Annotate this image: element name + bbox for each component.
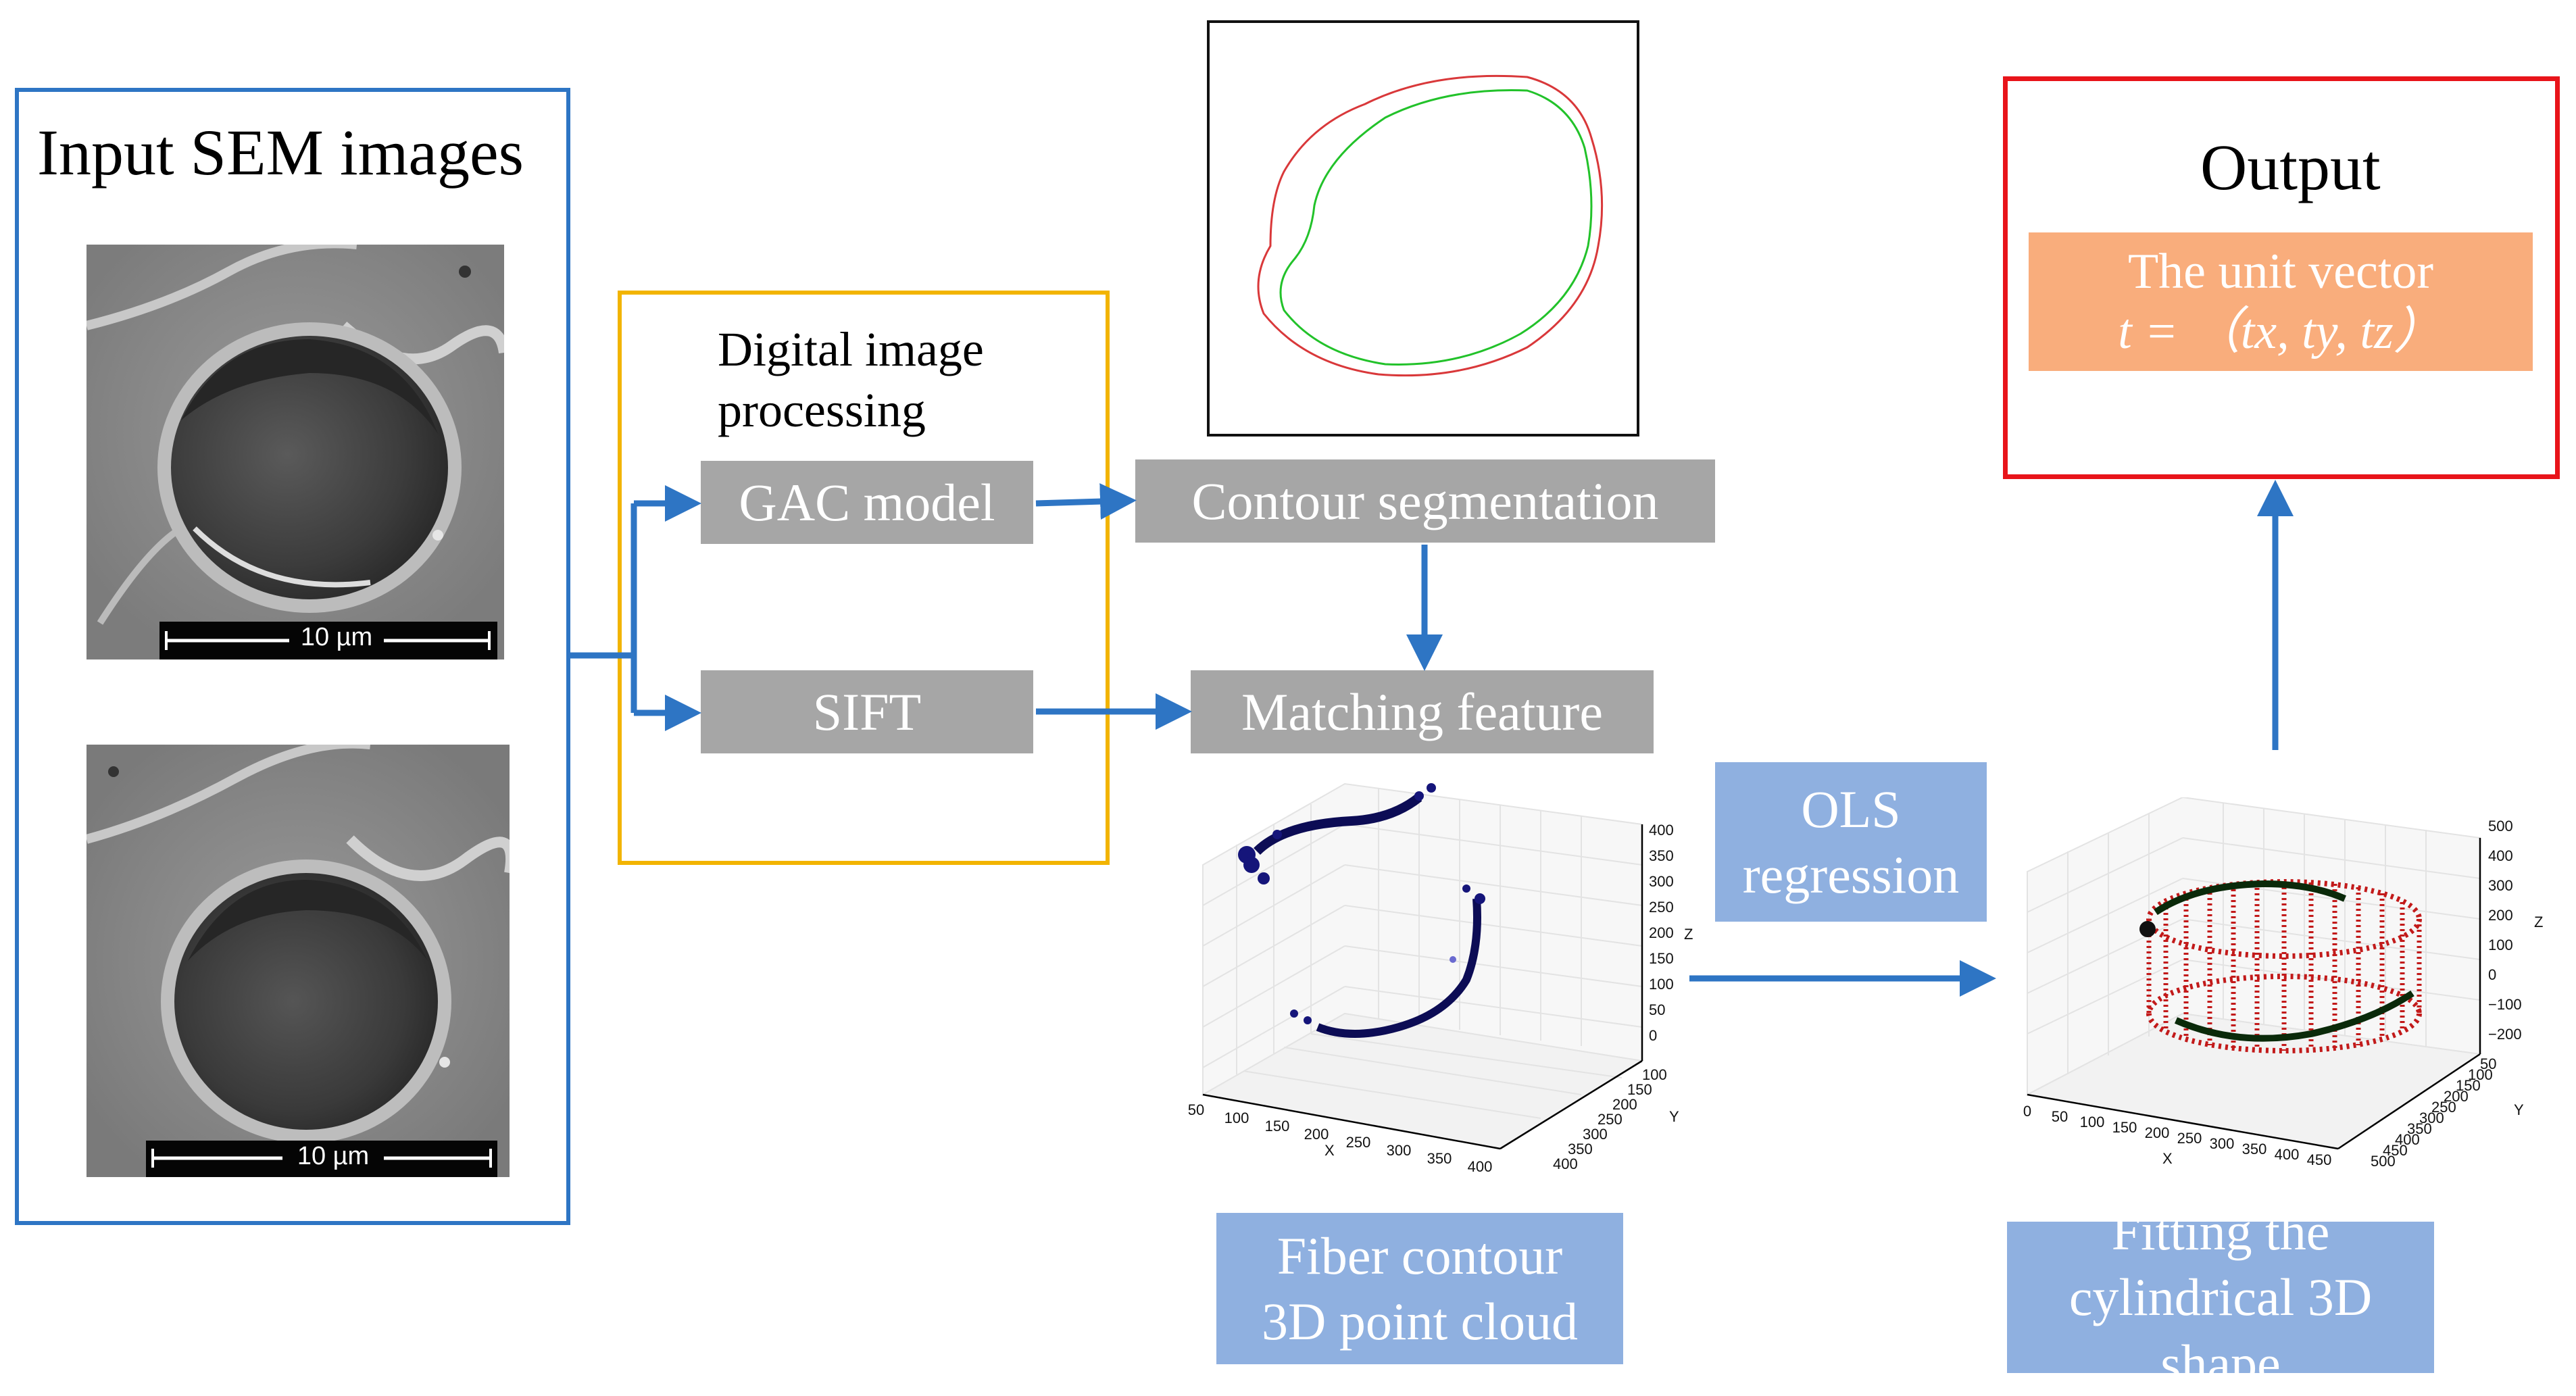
plot2-x-label: X [2162,1150,2173,1167]
plot2-z-tick: 300 [2488,877,2513,894]
input-panel-title: Input SEM images [37,116,524,189]
plot1-x-tick: 300 [1387,1142,1412,1159]
matching-feature-box: Matching feature [1191,670,1654,753]
plot2-y-tick: 400 [2395,1131,2420,1148]
plot1-x-ticks: 50 100 150 200 250 300 350 400 [1188,1101,1493,1175]
output-title: Output [2200,131,2381,203]
plot1-x-tick: 250 [1346,1134,1371,1151]
plot2-y-tick: 150 [2456,1077,2481,1094]
plot1-y-tick: 200 [1612,1096,1637,1113]
plot1-z-label: Z [1684,926,1693,943]
plot2-z-tick: 0 [2488,966,2496,983]
sift-box: SIFT [701,670,1033,753]
ols-line2: regression [1742,845,1960,904]
plot1-x-tick: 50 [1188,1101,1204,1118]
plot2-z-tick: 400 [2488,847,2513,864]
point-cloud-caption-line2: 3D point cloud [1262,1292,1578,1351]
plot2-x-tick: 350 [2242,1141,2267,1157]
plot2-z-tick: 100 [2488,937,2513,953]
ols-regression-box: OLS regression [1715,762,1987,922]
point-cloud-plot: 50 100 150 200 250 300 350 400 X 100 150… [1176,770,1703,1189]
plot2-y-label: Y [2514,1101,2524,1118]
processing-title: Digital image processing [718,319,984,441]
contour-image [1207,20,1639,437]
scale-bar-label-1: 10 µm [300,623,373,651]
plot1-z-tick: 400 [1649,822,1674,839]
unit-vector-label: The unit vector [2127,243,2434,299]
plot1-x-tick: 400 [1468,1158,1493,1175]
plot1-z-tick: 350 [1649,847,1674,864]
plot2-y-tick: 200 [2444,1088,2469,1105]
plot2-y-ticks: 50 100 150 200 250 300 350 400 450 500 [2371,1055,2496,1170]
scale-bar-label-2: 10 µm [297,1142,370,1170]
plot1-z-tick: 100 [1649,976,1674,993]
plot1-x-tick: 150 [1265,1118,1290,1135]
cylinder-fit-plot: 0 50 100 150 200 250 300 350 400 450 X 5… [2021,796,2554,1210]
plot1-z-tick: 150 [1649,950,1674,967]
plot1-x-tick: 350 [1427,1150,1452,1167]
plot1-y-tick: 100 [1642,1066,1667,1083]
plot2-z-tick: −100 [2488,996,2522,1013]
plot2-x-tick: 300 [2210,1135,2235,1152]
plot2-z-tick: −200 [2488,1026,2522,1043]
arrow-gac-to-contour [1035,483,1137,520]
cylinder-shape [2139,879,2422,1053]
output-panel [2003,76,2560,479]
plot1-x-tick: 100 [1224,1110,1249,1126]
plot1-y-tick: 150 [1627,1081,1652,1098]
plot2-z-tick: 200 [2488,907,2513,924]
plot2-x-tick: 450 [2307,1151,2332,1168]
plot2-x-tick: 400 [2275,1146,2300,1163]
plot1-z-tick: 250 [1649,899,1674,916]
plot1-y-label: Y [1669,1108,1679,1125]
plot2-x-tick: 150 [2112,1119,2137,1136]
plot1-x-tick: 200 [1304,1126,1329,1143]
plot2-x-tick: 200 [2145,1124,2170,1141]
plot1-z-tick: 300 [1649,873,1674,890]
plot1-y-tick: 250 [1597,1111,1623,1128]
plot2-z-label: Z [2534,914,2543,930]
contour-segmentation-box: Contour segmentation [1135,459,1715,543]
plot2-x-ticks: 0 50 100 150 200 250 300 350 400 450 [2023,1103,2331,1168]
ols-line1: OLS [1801,779,1901,839]
plot2-y-tick: 100 [2468,1066,2493,1083]
plot1-y-ticks: 100 150 200 250 300 350 400 [1553,1066,1667,1172]
plot2-y-tick: 450 [2383,1142,2408,1159]
plot1-z-tick: 50 [1649,1001,1665,1018]
plot1-z-tick: 200 [1649,924,1674,941]
processing-title-line2: processing [718,383,926,437]
processing-title-line1: Digital image [718,322,984,376]
plot2-x-tick: 250 [2177,1130,2202,1147]
plot2-z-tick: 500 [2488,818,2513,834]
plot2-x-tick: 100 [2080,1114,2105,1130]
fitting-caption-line1: Fitting the [2111,1201,2330,1261]
unit-vector-formula: t = （tx, ty, tz） [2118,303,2444,359]
sem-image-1: 10 µm [86,245,504,659]
plot1-z-ticks: 400 350 300 250 200 150 100 50 0 [1649,822,1674,1044]
plot1-y-tick: 400 [1553,1155,1578,1172]
plot2-y-tick: 50 [2480,1055,2496,1072]
point-cloud-caption: Fiber contour 3D point cloud [1216,1213,1623,1364]
input-panel [15,88,570,1225]
plot1-y-tick: 300 [1583,1126,1608,1143]
plot2-y-tick: 300 [2419,1110,2444,1126]
plot1-z-tick: 0 [1649,1027,1657,1044]
plot2-z-ticks: 500 400 300 200 100 0 −100 −200 [2488,818,2522,1043]
unit-vector-box: The unit vector t = （tx, ty, tz） [2029,232,2533,371]
point-cloud-caption-line1: Fiber contour [1277,1226,1563,1285]
plot2-y-tick: 250 [2431,1099,2456,1116]
fitting-caption: Fitting the cylindrical 3D shape [2007,1202,2434,1393]
plot1-x-label: X [1324,1142,1335,1159]
gac-model-box: GAC model [701,461,1033,544]
sem-image-2: 10 µm [86,745,510,1177]
plot2-y-tick: 350 [2407,1120,2432,1137]
processing-panel [618,291,1110,865]
plot2-y-tick: 500 [2371,1153,2396,1170]
plot1-y-tick: 350 [1568,1141,1593,1157]
fitting-caption-line2: cylindrical 3D shape [2069,1268,2373,1393]
plot2-x-tick: 50 [2052,1108,2068,1125]
plot2-x-tick: 0 [2023,1103,2031,1120]
